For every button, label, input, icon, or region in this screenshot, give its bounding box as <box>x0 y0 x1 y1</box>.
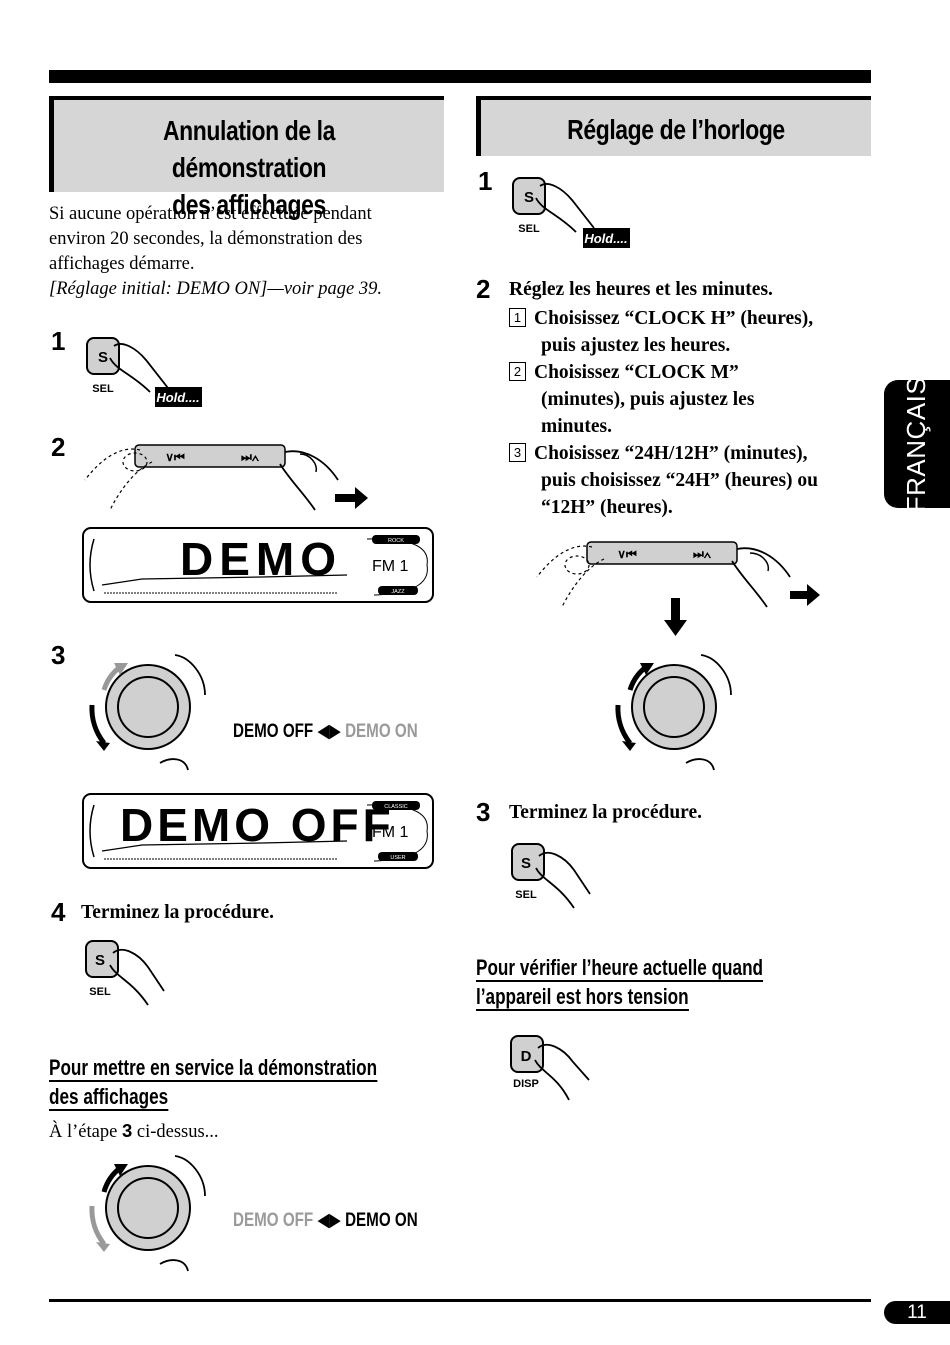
control-dial-illustration <box>615 654 732 771</box>
lcd-display-demo: DEMO FM 1 ROCK JAZZ <box>82 527 434 603</box>
footer-rule <box>49 1299 871 1302</box>
substep-3-number: 3 <box>509 443 526 462</box>
lcd-main-text: DEMO OFF <box>120 799 395 851</box>
lcd-band-text: FM 1 <box>372 824 409 841</box>
disp-press-illustration: D DISP <box>510 1035 590 1101</box>
sel-hold-illustration: S SEL Hold.... <box>86 337 202 407</box>
arrow-right-icon <box>790 584 820 606</box>
left-step-4-text: Terminez la procédure. <box>81 902 274 923</box>
finger-icon <box>736 547 791 578</box>
demo-on-label: DEMO ON <box>345 721 418 742</box>
language-tab-label: FRANÇAIS <box>901 376 932 512</box>
check-clock-heading: Pour vérifier l’heure actuelle quand l’a… <box>476 953 768 1011</box>
svg-text:SEL: SEL <box>518 223 540 235</box>
arrow-down-icon <box>664 598 687 636</box>
right-step-2-number: 2 <box>476 274 491 304</box>
finger-icon <box>113 343 169 389</box>
arrow-right-icon <box>335 487 368 509</box>
svg-text:SEL: SEL <box>515 889 537 901</box>
lcd-band-text: FM 1 <box>372 558 409 575</box>
enable-demo-text: À l’étape 3 ci-dessus... <box>49 1120 219 1142</box>
intro-line-3: affichages démarre. <box>49 254 195 274</box>
substep-2-number: 2 <box>509 362 526 381</box>
seek-back-icon: ∨⏮ <box>165 450 185 464</box>
svg-text:SEL: SEL <box>89 986 111 998</box>
intro-line-2: environ 20 secondes, la démonstration de… <box>49 229 363 249</box>
seek-buttons-illustration: ∨⏮ ⏭∧ <box>84 444 368 511</box>
sel-press-illustration: S SEL <box>511 843 591 909</box>
finger-icon <box>538 851 591 895</box>
svg-text:Hold....: Hold.... <box>584 231 627 246</box>
sel-button-icon <box>511 843 545 881</box>
lcd-display-demo-off: DEMO OFF FM 1 CLASSIC USER <box>82 793 434 869</box>
svg-text:S: S <box>524 189 534 206</box>
top-rule <box>49 70 871 83</box>
right-step-3-number: 3 <box>476 797 491 827</box>
intro-line-1: Si aucune opération n’est effectuée pend… <box>49 204 372 224</box>
sel-button-icon <box>86 337 120 375</box>
substep-1-number: 1 <box>509 308 526 327</box>
disp-button-letter: D <box>521 1048 532 1065</box>
svg-text:CLASSIC: CLASSIC <box>384 804 408 810</box>
sel-hold-illustration: S SEL Hold.... <box>512 177 630 248</box>
left-step-1-number: 1 <box>51 326 66 356</box>
intro-paragraph: Si aucune opération n’est effectuée pend… <box>49 202 449 302</box>
finger-icon <box>537 1043 590 1081</box>
demo-toggle-labels-bottom: DEMO OFF ◀▶ DEMO ON <box>233 1210 418 1231</box>
sel-button-label: SEL <box>92 383 114 395</box>
right-section-header: Réglage de l’horloge <box>476 96 871 156</box>
left-section-title-line1: Annulation de la démonstration <box>162 115 336 183</box>
enable-demo-heading-line2: des affichages <box>49 1084 169 1111</box>
finger-icon <box>112 948 165 992</box>
svg-text:JAZZ: JAZZ <box>391 589 405 595</box>
disp-button-label: DISP <box>513 1078 539 1090</box>
language-tab <box>884 380 950 508</box>
finger-icon <box>539 183 595 229</box>
enable-demo-heading-line1: Pour mettre en service la démonstration <box>49 1055 378 1082</box>
left-step-3-number: 3 <box>51 640 66 670</box>
left-section-header: Annulation de la démonstration des affic… <box>49 96 444 220</box>
disp-button-icon <box>510 1035 544 1073</box>
enable-demo-heading: Pour mettre en service la démonstration … <box>49 1053 382 1111</box>
demo-on-label: DEMO ON <box>345 1210 418 1231</box>
check-clock-heading-line1: Pour vérifier l’heure actuelle quand <box>476 955 764 982</box>
seek-button-strip <box>586 541 738 565</box>
seek-forward-icon: ⏭∧ <box>241 450 260 464</box>
hold-badge <box>583 228 630 248</box>
demo-off-label: DEMO OFF <box>233 1210 314 1231</box>
svg-text:ROCK: ROCK <box>388 538 404 544</box>
control-dial-illustration <box>89 654 206 771</box>
finger-icon <box>284 450 339 481</box>
seek-back-icon: ∨⏮ <box>617 547 637 561</box>
hold-badge-text: Hold.... <box>156 390 199 405</box>
page-number: 11 <box>884 1301 950 1324</box>
control-dial-illustration <box>89 1155 206 1272</box>
demo-off-label: DEMO OFF <box>233 721 314 742</box>
hold-badge <box>155 387 202 407</box>
right-section-title: Réglage de l’horloge <box>567 114 785 145</box>
seek-buttons-illustration: ∨⏮ ⏭∧ <box>536 541 820 608</box>
right-step-1-number: 1 <box>478 166 493 196</box>
intro-initial-setting: [Réglage initial: DEMO ON]—voir page 39. <box>49 279 382 299</box>
left-step-2-number: 2 <box>51 432 66 462</box>
svg-text:USER: USER <box>390 855 405 861</box>
check-clock-heading-line2: l’appareil est hors tension <box>476 984 689 1011</box>
right-step-2-title: Réglez les heures et les minutes. <box>509 279 773 300</box>
seek-button-strip <box>134 444 286 468</box>
right-step-3-title: Terminez la procédure. <box>509 802 702 823</box>
svg-text:S: S <box>521 855 531 872</box>
left-section-title-line2: des affichages <box>172 189 326 220</box>
sel-button-icon <box>512 177 546 215</box>
svg-text:S: S <box>95 952 105 969</box>
sel-button-letter: S <box>98 349 108 366</box>
left-step-4-number: 4 <box>51 897 66 927</box>
sel-button-icon <box>85 940 119 978</box>
seek-forward-icon: ⏭∧ <box>693 547 712 561</box>
sel-press-illustration: S SEL <box>85 940 165 1006</box>
demo-toggle-labels: DEMO OFF ◀▶ DEMO ON <box>233 721 418 742</box>
